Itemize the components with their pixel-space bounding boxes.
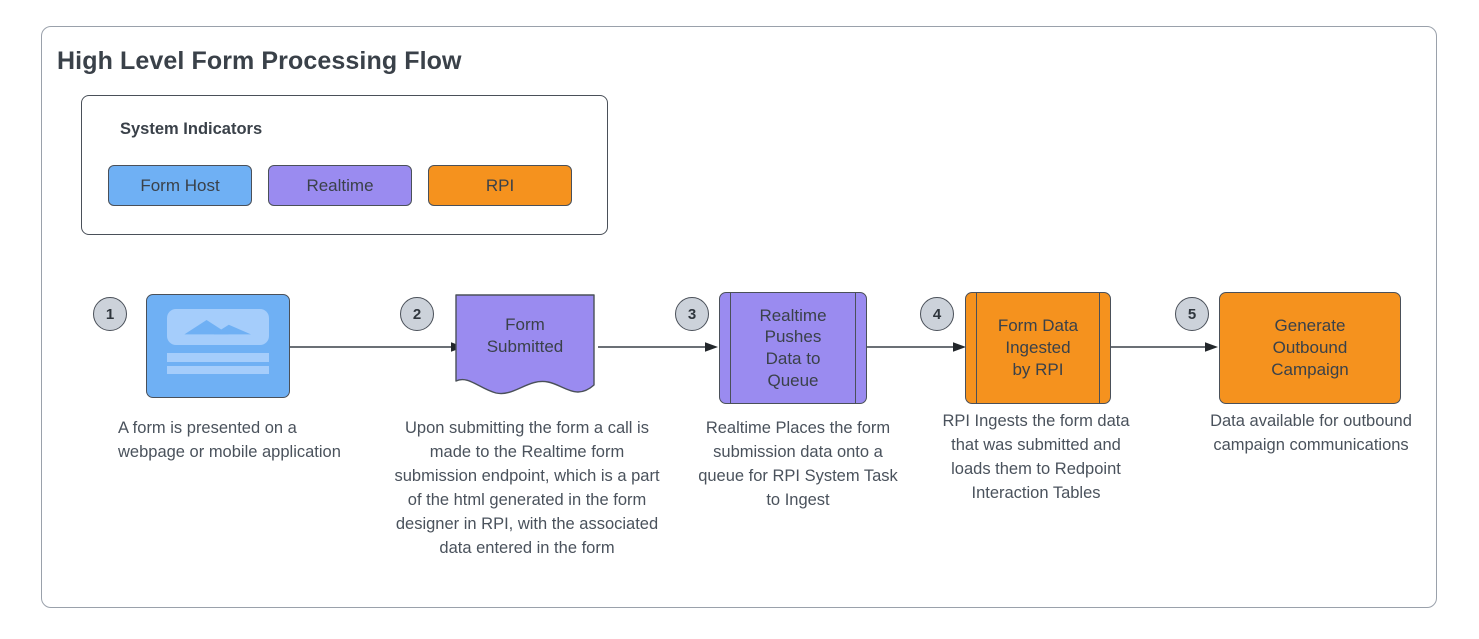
step-badge-5: 5 xyxy=(1175,297,1209,331)
step-badge-1: 1 xyxy=(93,297,127,331)
node-label: Form Submitted xyxy=(486,314,564,356)
legend-chip-list: Form Host Realtime RPI xyxy=(108,165,572,206)
process-bar-right xyxy=(1098,293,1100,403)
step-caption-5: Data available for outbound campaign com… xyxy=(1210,412,1412,454)
step-number: 3 xyxy=(687,305,697,323)
process-bar-right xyxy=(854,293,856,403)
step-caption-1: A form is presented on a webpage or mobi… xyxy=(118,419,341,461)
step-number: 5 xyxy=(1187,305,1197,323)
legend-title: System Indicators xyxy=(120,120,263,138)
connector-1-to-2 xyxy=(288,342,464,352)
node-form-submitted[interactable]: Form Submitted xyxy=(452,293,598,404)
legend-chip-label: Form Host xyxy=(140,175,220,195)
step-number: 4 xyxy=(932,305,942,323)
legend-chip-label: Realtime xyxy=(306,175,374,195)
legend-chip-realtime[interactable]: Realtime xyxy=(268,165,412,206)
node-label: Realtime Pushes Data to Queue xyxy=(759,305,827,390)
node-label: Form Data Ingested by RPI xyxy=(997,316,1079,379)
legend-chip-rpi[interactable]: RPI xyxy=(428,165,572,206)
connector-4-to-5 xyxy=(1110,342,1218,352)
text-line-bar xyxy=(167,365,269,375)
step-badge-2: 2 xyxy=(400,297,434,331)
legend-chip-label: RPI xyxy=(485,175,515,195)
node-form-host[interactable] xyxy=(146,294,290,398)
image-placeholder-icon xyxy=(167,309,269,345)
process-bar-left xyxy=(730,293,732,403)
page-title: High Level Form Processing Flow xyxy=(57,47,462,75)
step-badge-3: 3 xyxy=(675,297,709,331)
node-generate-outbound-campaign[interactable]: Generate Outbound Campaign xyxy=(1219,292,1401,404)
step-caption-3: Realtime Places the form submission data… xyxy=(698,419,898,509)
connector-3-to-4 xyxy=(866,342,966,352)
connector-2-to-3 xyxy=(598,342,718,352)
step-caption-2: Upon submitting the form a call is made … xyxy=(394,419,660,557)
text-line-bar xyxy=(167,353,269,362)
mountain-icon xyxy=(184,319,252,334)
step-number: 1 xyxy=(105,305,115,323)
form-mock-icon xyxy=(167,309,269,383)
step-number: 2 xyxy=(412,305,422,323)
step-badge-4: 4 xyxy=(920,297,954,331)
node-realtime-pushes-data[interactable]: Realtime Pushes Data to Queue xyxy=(719,292,867,404)
step-caption-4: RPI Ingests the form data that was submi… xyxy=(942,412,1130,502)
process-bar-left xyxy=(976,293,978,403)
node-label: Generate Outbound Campaign xyxy=(1271,316,1349,379)
document-shape-icon xyxy=(455,294,595,395)
node-form-data-ingested[interactable]: Form Data Ingested by RPI xyxy=(965,292,1111,404)
legend-chip-form-host[interactable]: Form Host xyxy=(108,165,252,206)
